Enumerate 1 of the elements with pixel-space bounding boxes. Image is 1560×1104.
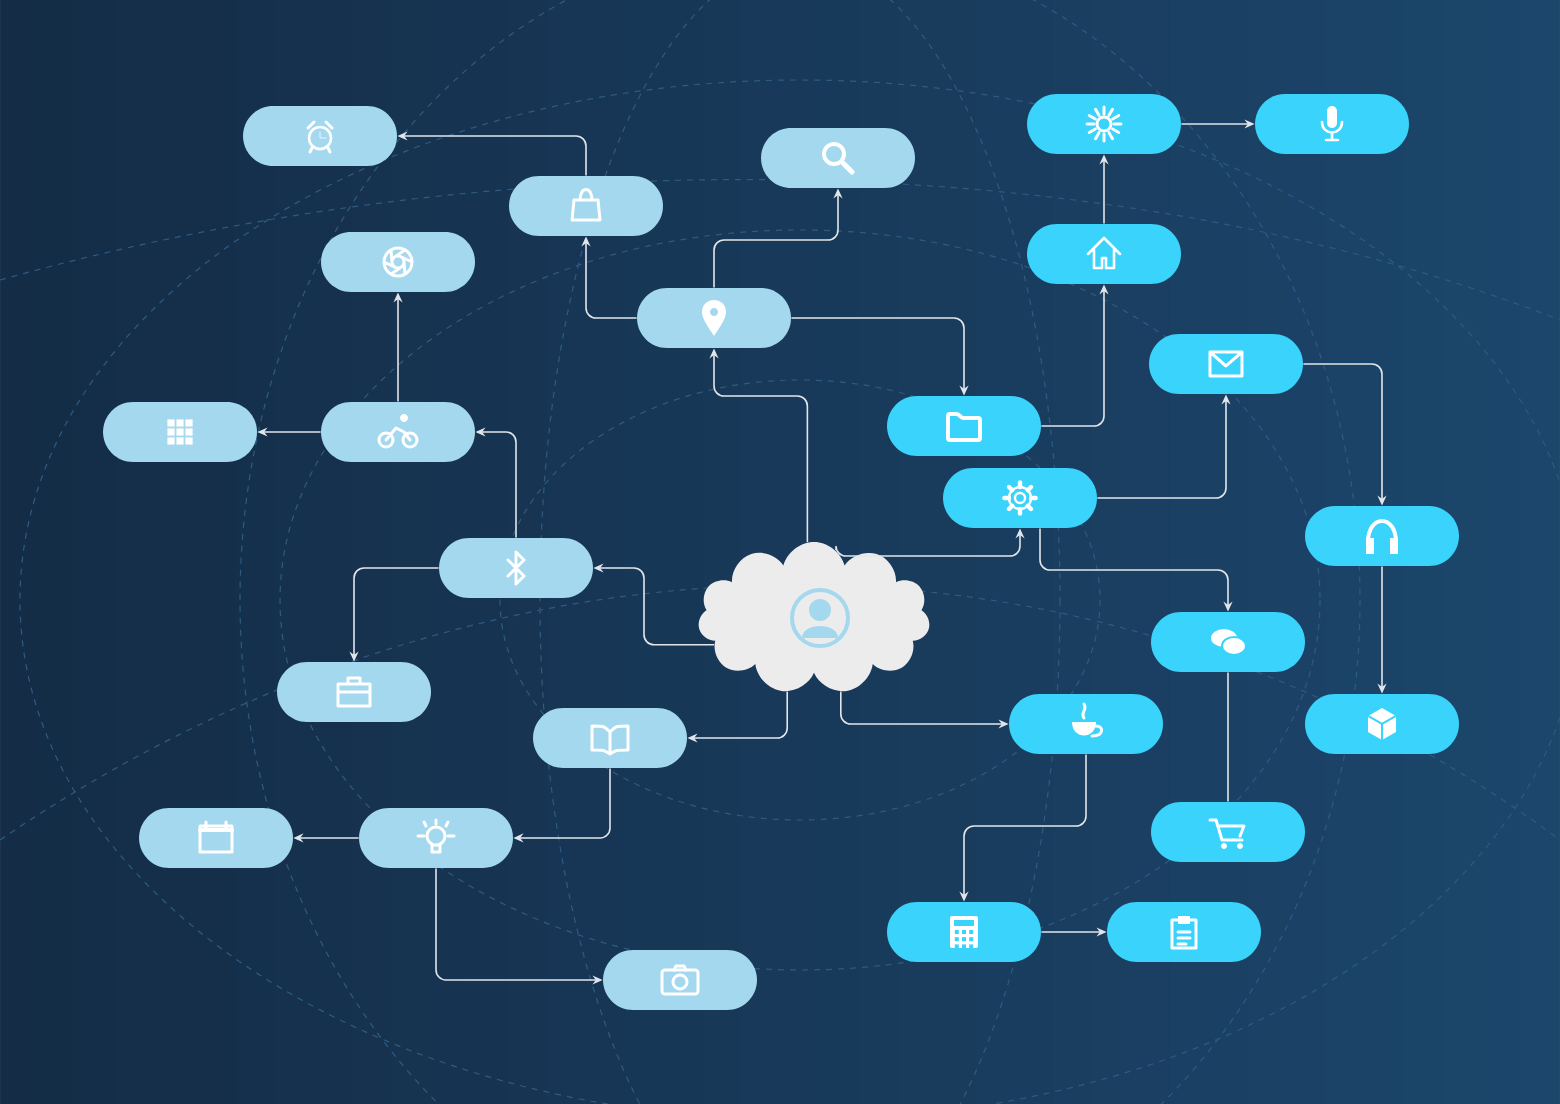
- connector-line: [1227, 671, 1229, 803]
